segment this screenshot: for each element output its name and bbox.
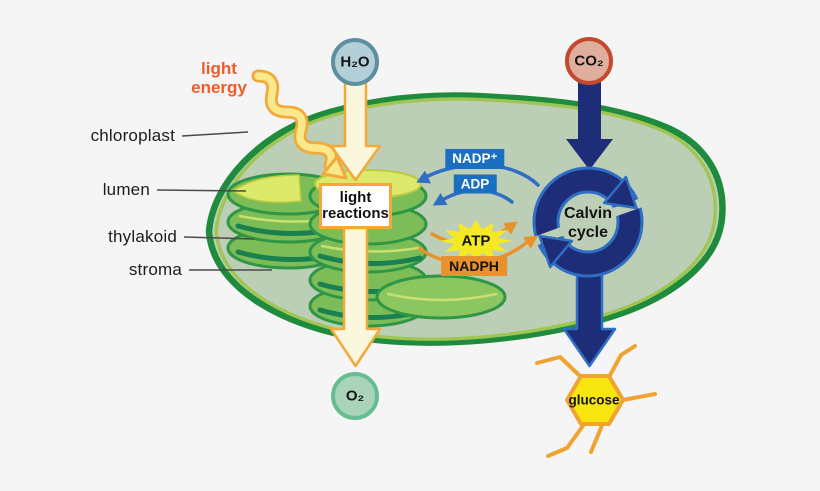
lumen-label: lumen bbox=[102, 180, 150, 199]
thylakoid-label: thylakoid bbox=[108, 227, 177, 246]
chloroplast-label: chloroplast bbox=[90, 126, 175, 145]
oxygen-arrow bbox=[329, 226, 382, 368]
co2-arrow bbox=[566, 82, 613, 170]
label-leader-lines bbox=[156, 131, 272, 271]
atp-starburst bbox=[440, 220, 512, 262]
lumen-cutaway bbox=[231, 174, 302, 203]
light-reactions-label: light reactions bbox=[322, 188, 389, 222]
nadp-plus-tag: NADP⁺ bbox=[445, 149, 505, 169]
glucose-label: glucose bbox=[568, 392, 620, 408]
nadph-tag: NADPH bbox=[441, 256, 507, 276]
co2-circle bbox=[565, 37, 613, 85]
single-thylakoid bbox=[375, 274, 507, 320]
calvin-cycle-ring bbox=[531, 166, 645, 278]
co2-label: CO₂ bbox=[574, 52, 604, 70]
calvin-cycle-label: Calvin cycle bbox=[563, 204, 612, 241]
light-reactions-box: light reactions bbox=[319, 183, 392, 229]
water-arrow bbox=[329, 80, 382, 182]
atp-label: ATP bbox=[461, 232, 491, 250]
h2o-label: H₂O bbox=[340, 53, 370, 71]
glucose-molecule bbox=[535, 344, 657, 458]
ring-arrowhead-bottom bbox=[538, 234, 574, 269]
o2-label: O₂ bbox=[345, 387, 365, 405]
light-energy-label: light energy bbox=[191, 58, 247, 97]
light-energy-arrow bbox=[251, 69, 348, 180]
stroma-label: stroma bbox=[128, 260, 182, 279]
adp-tag: ADP bbox=[453, 174, 497, 194]
ring-arrowhead-top bbox=[602, 175, 638, 210]
glucose-hexagon bbox=[565, 374, 625, 426]
o2-circle bbox=[331, 372, 379, 420]
h2o-circle bbox=[331, 38, 379, 86]
